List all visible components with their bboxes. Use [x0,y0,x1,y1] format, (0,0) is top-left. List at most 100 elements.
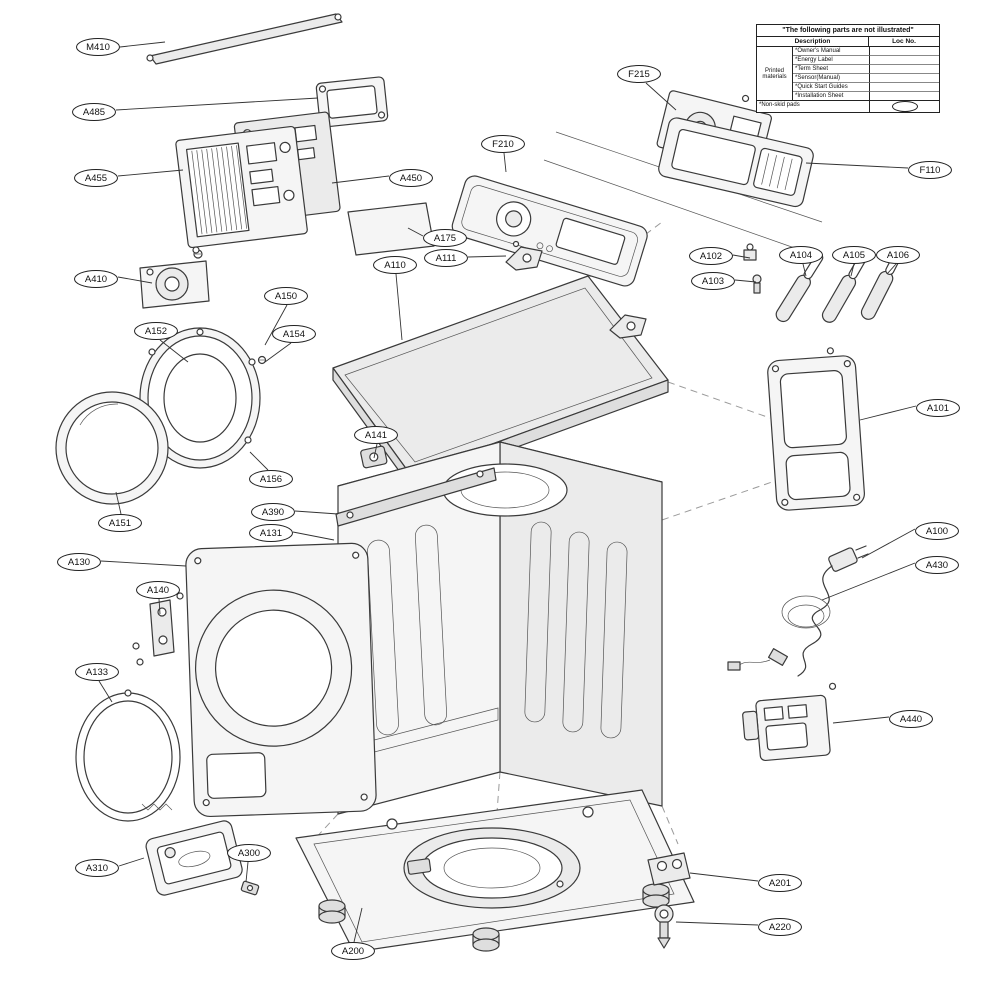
bolt-a103 [752,274,762,294]
clip-a300 [240,880,260,896]
table-title: "The following parts are not illustrated… [757,25,939,37]
part-label-text: A100 [925,525,949,537]
part-label-text: A440 [899,713,923,725]
part-label-text: A310 [85,862,109,874]
table-last-row: *Non-skid pads [757,100,939,112]
part-label-text: A390 [261,506,285,518]
sheet-a175 [347,202,435,256]
rear-panel-a101 [767,347,865,511]
part-label-text: A410 [84,273,108,285]
label-a105: A105 [832,246,876,264]
panel-frame-f110 [658,117,814,208]
loc-cell [869,56,939,65]
part-label-text: A101 [926,402,950,414]
loc-cell [869,92,939,100]
part-label-text: A156 [259,473,283,485]
alignment-lines [311,131,823,845]
label-m410: M410 [76,38,120,56]
top-brace-m410 [146,13,343,65]
bracket-a201 [647,852,691,886]
part-label-text: A110 [384,259,406,271]
label-a150: A150 [264,287,308,305]
door-gasket-a133 [75,689,181,822]
part-label-text: A102 [699,250,723,262]
part-label-text: A130 [67,556,91,568]
label-a430: A430 [915,556,959,574]
label-a220: A220 [758,918,802,936]
clamp-a111-right [609,314,647,339]
support-rail-a390 [335,467,497,527]
table-body: Printed materials *Owner's Manual *Energ… [757,47,939,100]
foot [472,927,500,952]
label-a201: A201 [758,874,802,892]
label-a141: A141 [354,426,398,444]
clamp-a111 [505,240,543,271]
foot [642,883,670,908]
bracket-a485 [315,76,389,128]
loc-cell [869,101,939,112]
label-a140: A140 [136,581,180,599]
part-label-text: A152 [144,325,168,337]
power-cord-a100 [727,545,869,677]
label-a300: A300 [227,844,271,862]
part-label-text: M410 [86,41,110,53]
part-label-text: A485 [82,106,106,118]
part-label-text: F210 [492,138,514,150]
label-a410: A410 [74,270,118,288]
part-label-text: A103 [701,275,725,287]
label-a156: A156 [249,470,293,488]
table-row: *Energy Label [793,56,869,65]
loc-no-oval [891,101,918,112]
part-label-text: A430 [925,559,949,571]
label-a455: A455 [74,169,118,187]
group-label: Printed materials [757,47,793,100]
part-label-text: A140 [146,584,170,596]
part-label-text: A131 [259,527,283,539]
door-rim-a152 [139,327,261,469]
label-a102: A102 [689,247,733,265]
table-header: Description Loc No. [757,37,939,47]
front-panel-a130 [185,542,377,818]
label-a131: A131 [249,524,293,542]
part-label-text: A455 [84,172,108,184]
base-a200 [295,789,695,953]
part-label-text: A300 [237,847,261,859]
table-row: *Quick Start Guides [793,83,869,92]
label-a310: A310 [75,859,119,877]
label-a133: A133 [75,663,119,681]
label-a440: A440 [889,710,933,728]
part-label-text: A154 [282,328,306,340]
foot [318,899,346,924]
label-a450: A450 [389,169,433,187]
part-label-text: A200 [341,945,365,957]
control-panel-f210 [451,175,648,287]
label-a485: A485 [72,103,116,121]
cabinet-a131 [337,441,663,815]
label-a151: A151 [98,514,142,532]
label-f110: F110 [908,161,952,179]
part-label-text: F215 [628,68,650,80]
label-a130: A130 [57,553,101,571]
label-a200: A200 [331,942,375,960]
label-f210: F210 [481,135,525,153]
label-a154: A154 [272,325,316,343]
noise-filter-a440 [742,682,837,762]
label-a152: A152 [134,322,178,340]
label-a101: A101 [916,399,960,417]
part-label-text: A105 [842,249,866,261]
part-label-text: A104 [789,249,813,261]
door-glass-a151 [55,391,169,505]
part-label-text: A220 [768,921,792,933]
loc-cell [869,74,939,83]
label-a110: A110 [373,256,417,274]
part-label-text: A450 [399,172,423,184]
label-a100: A100 [915,522,959,540]
not-illustrated-table: "The following parts are not illustrated… [756,24,940,113]
part-label-text: A150 [274,290,298,302]
table-row: *Term Sheet [793,65,869,74]
part-label-text: A141 [364,429,388,441]
table-row: *Sensor(Manual) [793,74,869,83]
label-a390: A390 [251,503,295,521]
